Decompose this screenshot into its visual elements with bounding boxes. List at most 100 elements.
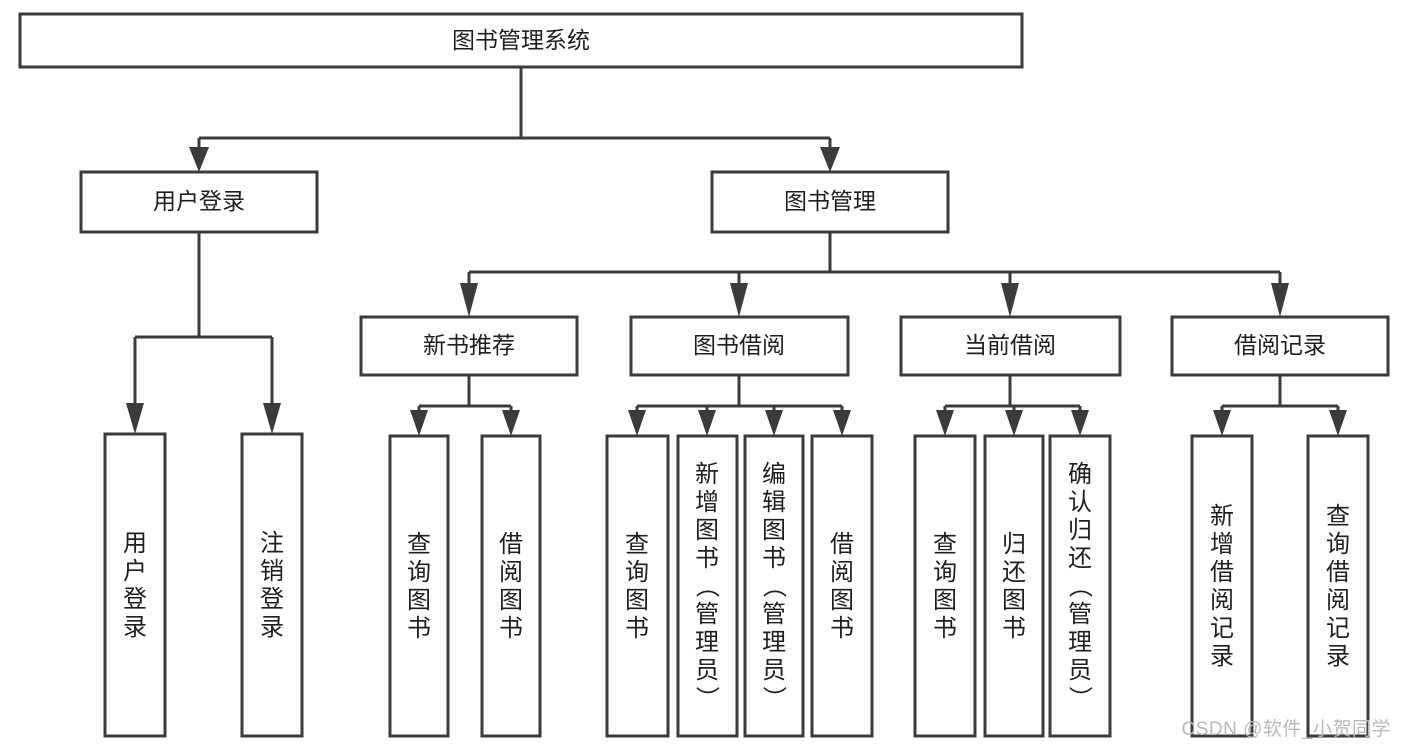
book-borrow-label: 图书借阅 [693, 332, 785, 358]
arrow-book-borrow-leaf-1 [628, 410, 646, 436]
leaf-logout-login-box[interactable] [240, 432, 304, 738]
svg-text:记: 记 [1326, 615, 1350, 642]
node-borrow-record[interactable]: 借阅记录 [1170, 315, 1390, 377]
arrow-borrow-record-leaf-1 [1213, 410, 1231, 436]
leaf-return-book-box[interactable] [983, 434, 1045, 738]
svg-text:书: 书 [695, 545, 719, 572]
arrow-bm-to-current-borrow [1001, 283, 1019, 317]
svg-text:询: 询 [933, 559, 957, 586]
node-root-title[interactable]: 图书管理系统 [18, 12, 1024, 69]
arrow-root-to-book-management [820, 147, 840, 172]
leaf-node-user-login[interactable]: 用户登录 [103, 432, 167, 738]
svg-text:（: （ [760, 574, 787, 598]
svg-text:归: 归 [1002, 531, 1026, 558]
svg-text:图: 图 [933, 587, 957, 614]
svg-text:用: 用 [123, 530, 147, 557]
user-login-box[interactable] [79, 170, 319, 234]
arrow-root-to-user-login [189, 147, 209, 172]
svg-text:（: （ [1066, 574, 1093, 598]
svg-text:书: 书 [762, 545, 786, 572]
svg-text:图: 图 [830, 587, 854, 614]
node-new-book-recommend[interactable]: 新书推荐 [359, 315, 579, 377]
svg-text:书: 书 [933, 615, 957, 642]
arrow-new-book-leaf-2 [502, 410, 520, 436]
leaf-confirm-return-box[interactable] [1048, 434, 1112, 738]
new-book-recommend-box[interactable] [359, 315, 579, 377]
borrow-record-box[interactable] [1170, 315, 1390, 377]
current-borrow-label: 当前借阅 [964, 332, 1056, 358]
svg-text:记: 记 [1210, 615, 1234, 642]
leaf-edit-book-box[interactable] [743, 434, 805, 738]
svg-text:归: 归 [1068, 517, 1092, 544]
svg-text:借: 借 [499, 531, 523, 558]
svg-text:员: 员 [1068, 657, 1092, 684]
current-borrow-box[interactable] [899, 315, 1122, 377]
user-login-label: 用户登录 [153, 188, 245, 214]
leaf-query-book-2-box[interactable] [605, 434, 670, 738]
leaf-borrow-book-1-box[interactable] [480, 434, 542, 738]
book-borrow-box[interactable] [629, 315, 850, 377]
leaf-query-book-3-box[interactable] [913, 434, 977, 738]
svg-text:图: 图 [407, 587, 431, 614]
svg-text:理: 理 [695, 629, 719, 656]
node-book-management[interactable]: 图书管理 [710, 170, 950, 234]
svg-text:还: 还 [1002, 559, 1026, 586]
book-management-box[interactable] [710, 170, 950, 234]
book-management-label: 图书管理 [784, 188, 876, 214]
svg-text:认: 认 [1068, 489, 1092, 516]
svg-text:询: 询 [1326, 531, 1350, 558]
leaf-user-login-box[interactable] [103, 432, 167, 738]
svg-text:阅: 阅 [1326, 587, 1350, 614]
svg-text:登: 登 [123, 586, 147, 613]
node-current-borrow[interactable]: 当前借阅 [899, 315, 1122, 377]
leaf-add-record-box[interactable] [1190, 434, 1254, 738]
svg-text:管: 管 [1068, 601, 1092, 628]
arrow-user-login-leaf-2 [263, 403, 281, 434]
leaf-query-record-box[interactable] [1306, 434, 1370, 738]
arrow-book-borrow-leaf-4 [833, 410, 851, 436]
arrow-bm-to-new-book [460, 283, 478, 317]
leaf-borrow-book-2-box[interactable] [810, 434, 874, 738]
svg-text:注: 注 [260, 530, 284, 557]
svg-text:）: ） [693, 686, 720, 710]
svg-text:录: 录 [1326, 643, 1350, 670]
csdn-watermark: CSDN @软件_小贺同学 [1181, 719, 1391, 740]
arrow-book-borrow-leaf-2 [698, 410, 716, 436]
svg-text:增: 增 [695, 489, 719, 516]
new-book-recommend-label: 新书推荐 [423, 332, 515, 358]
svg-text:图: 图 [695, 517, 719, 544]
leaf-query-book-1-box[interactable] [388, 434, 450, 738]
svg-text:员: 员 [762, 657, 786, 684]
arrow-book-borrow-leaf-3 [765, 410, 783, 436]
root-label: 图书管理系统 [452, 27, 590, 53]
svg-text:借: 借 [1210, 559, 1234, 586]
node-user-login[interactable]: 用户登录 [79, 170, 319, 234]
root-box[interactable] [18, 12, 1024, 69]
svg-text:图: 图 [1002, 587, 1026, 614]
svg-text:辑: 辑 [762, 489, 786, 516]
svg-text:（: （ [693, 574, 720, 598]
leaf-add-book-box[interactable] [676, 434, 739, 738]
svg-text:新: 新 [1210, 503, 1234, 530]
node-book-borrow[interactable]: 图书借阅 [629, 315, 850, 377]
svg-text:新: 新 [695, 461, 719, 488]
svg-text:查: 查 [625, 531, 649, 558]
